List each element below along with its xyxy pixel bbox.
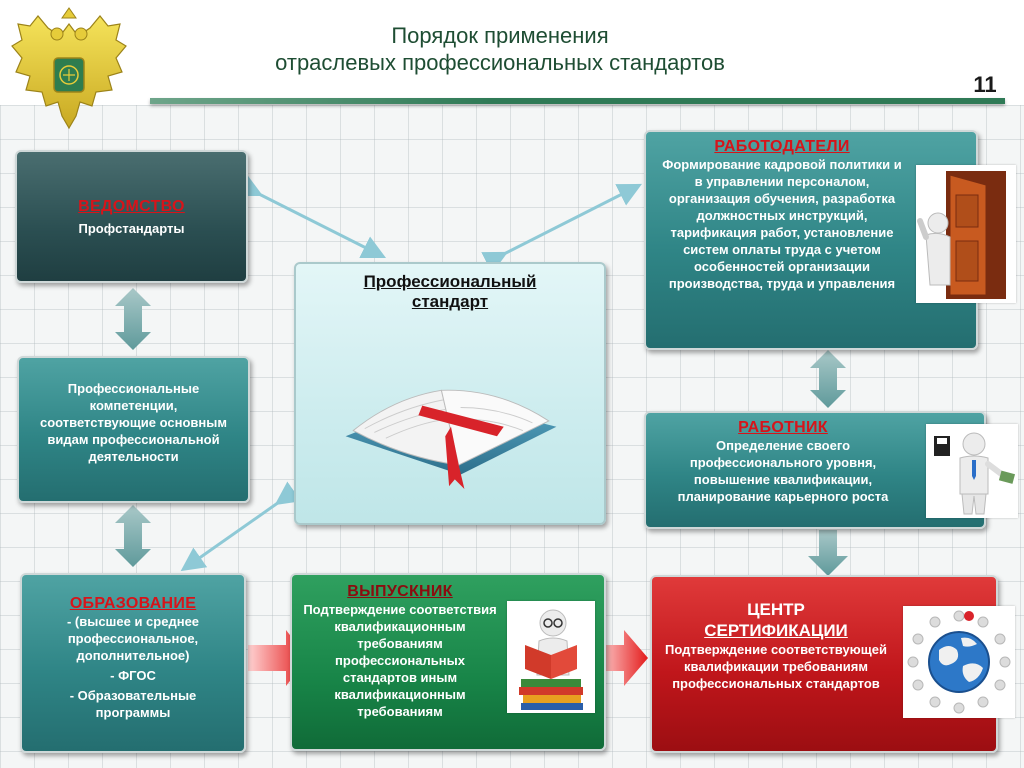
vypusknik-box: ВЫПУСКНИК Подтверждение соответствия ква… <box>290 573 606 751</box>
reader-icon <box>507 601 595 713</box>
slide-number: 11 <box>973 72 997 97</box>
centr-title-line-1: ЦЕНТР <box>747 600 805 619</box>
title-line-1: Порядок применения <box>391 23 609 48</box>
centr-title-line-2: СЕРТИФИКАЦИИ <box>704 621 848 640</box>
title-line-2: отраслевых профессиональных стандартов <box>275 50 725 75</box>
globe-icon <box>903 606 1015 718</box>
vedomstvo-text: Профстандарты <box>78 221 185 236</box>
centr-text: Подтверждение соответствующей квалификац… <box>665 642 887 691</box>
competencies-box: Профессиональные компетенции, соответств… <box>17 356 250 503</box>
title-divider <box>150 98 1005 104</box>
vedomstvo-box: ВЕДОМСТВО Профстандарты <box>15 150 248 283</box>
emblem-icon <box>11 7 127 130</box>
obrazovanie-box: ОБРАЗОВАНИЕ - (высшее и среднее професси… <box>20 573 246 753</box>
competencies-text: Профессиональные компетенции, соответств… <box>40 381 227 464</box>
rabotnik-text: Определение своего профессионального уро… <box>677 438 889 504</box>
obrazovanie-line-2: - ФГОС <box>110 668 156 683</box>
professional-standard-box: Профессиональный стандарт <box>294 262 606 525</box>
page-title: Порядок применения отраслевых профессион… <box>150 22 850 76</box>
obrazovanie-title: ОБРАЗОВАНИЕ <box>69 595 197 612</box>
vedomstvo-title: ВЕДОМСТВО <box>78 198 185 215</box>
obrazovanie-line-3: - Образовательные программы <box>69 688 197 720</box>
professional-standard-title: Профессиональный стандарт <box>363 272 537 311</box>
vypusknik-text: Подтверждение соответствия квалификацион… <box>303 602 497 719</box>
vypusknik-title: ВЫПУСКНИК <box>347 583 453 600</box>
obrazovanie-line-1: - (высшее и среднее профессиональное, до… <box>66 614 200 663</box>
rabotnik-title: РАБОТНИК <box>738 419 828 436</box>
rabotodateli-text: Формирование кадровой политики и в управ… <box>662 157 902 291</box>
door-icon <box>916 165 1016 303</box>
worker-icon <box>926 424 1018 518</box>
rabotodateli-title: РАБОТОДАТЕЛИ <box>714 138 850 155</box>
book-icon <box>345 389 557 489</box>
